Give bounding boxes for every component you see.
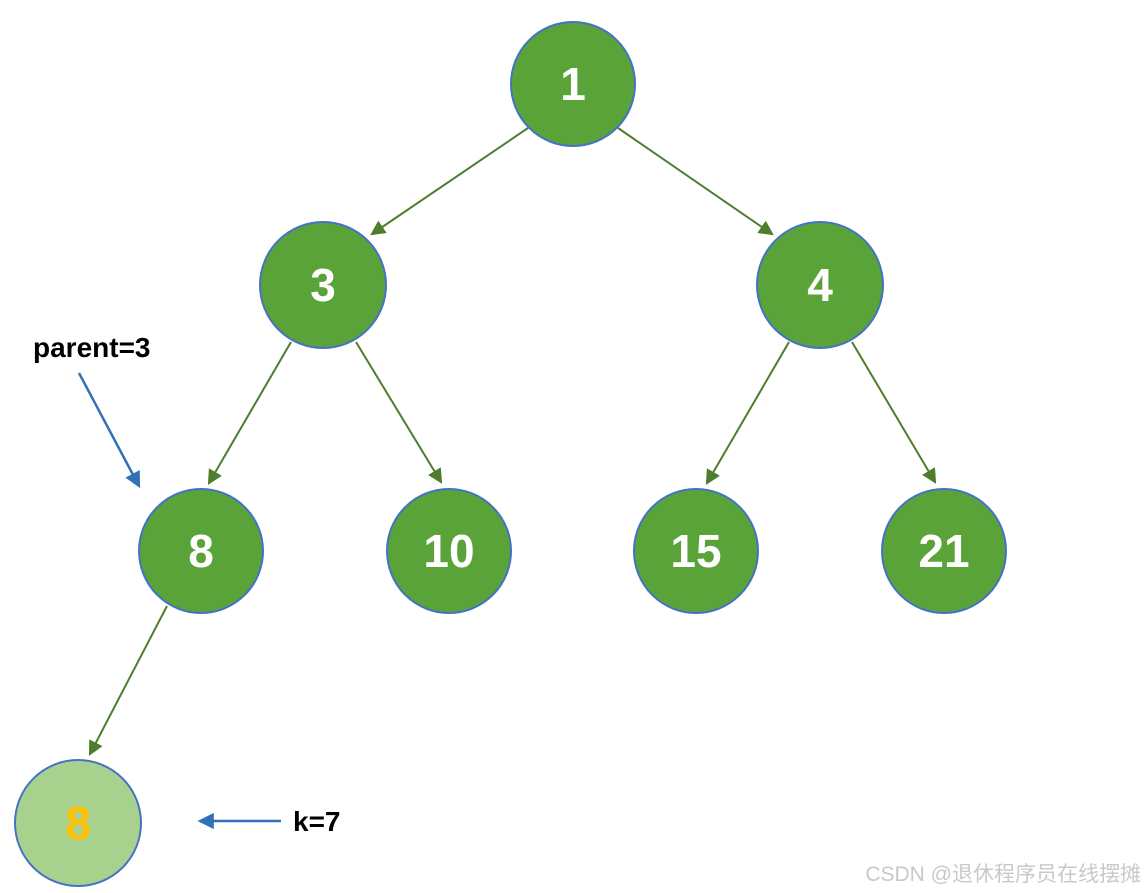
edge-4-to-21 xyxy=(851,341,937,484)
node-label-8: 8 xyxy=(188,525,214,577)
annotation-labels: parent=3 k=7 xyxy=(33,332,341,837)
node-label-15: 15 xyxy=(670,525,721,577)
edge-8-to-new8 xyxy=(88,605,168,756)
node-label-21: 21 xyxy=(918,525,969,577)
edge-1-to-3 xyxy=(370,127,529,236)
tree-node-labels: 1 3 4 8 10 15 21 8 xyxy=(65,58,969,849)
node-label-4: 4 xyxy=(807,259,833,311)
tree-edges xyxy=(88,127,937,756)
node-circle-15 xyxy=(633,488,759,614)
node-circle-new8-highlight xyxy=(14,759,142,887)
node-circle-1 xyxy=(510,21,636,147)
annotation-arrows xyxy=(77,372,281,830)
node-label-10: 10 xyxy=(423,525,474,577)
node-label-1: 1 xyxy=(560,58,586,110)
node-circle-3 xyxy=(259,221,387,349)
edge-4-to-15 xyxy=(705,341,790,485)
node-label-3: 3 xyxy=(310,259,336,311)
edge-3-to-8 xyxy=(207,341,292,485)
tree-nodes xyxy=(14,21,1007,887)
node-circle-21 xyxy=(881,488,1007,614)
watermark: CSDN @退休程序员在线摆摊 xyxy=(865,863,1141,886)
edge-1-to-4 xyxy=(617,127,774,236)
node-label-new8-highlight: 8 xyxy=(65,797,91,849)
node-circle-8 xyxy=(138,488,264,614)
edge-3-to-10 xyxy=(355,341,443,484)
node-circle-10 xyxy=(386,488,512,614)
k-annotation-label: k=7 xyxy=(293,806,341,837)
parent-annotation-arrow xyxy=(77,372,141,489)
node-circle-4 xyxy=(756,221,884,349)
parent-annotation-label: parent=3 xyxy=(33,332,151,363)
